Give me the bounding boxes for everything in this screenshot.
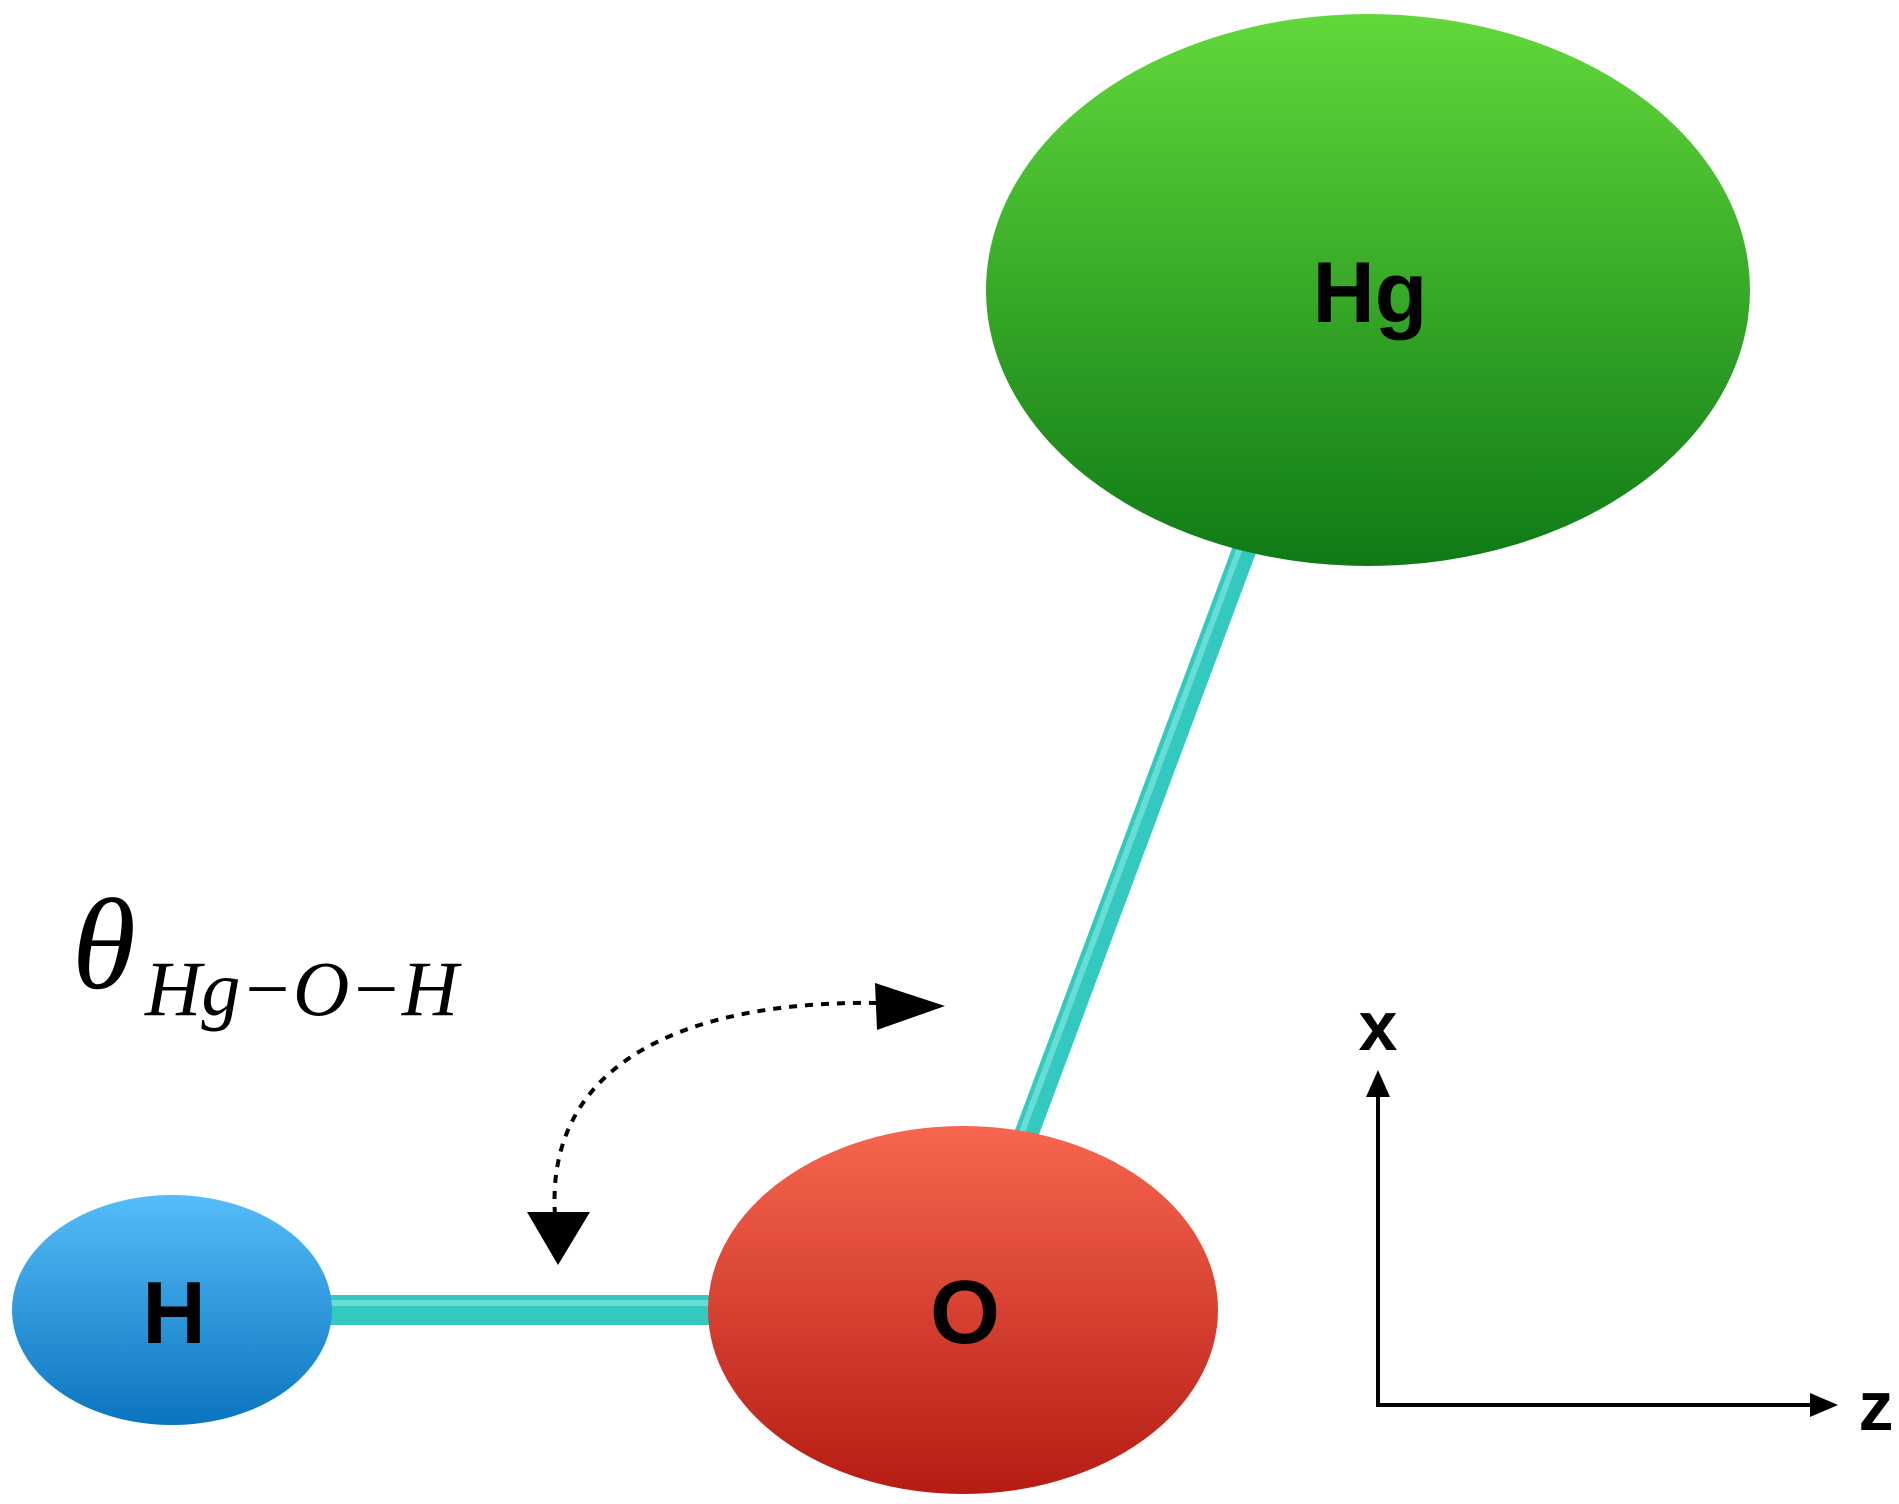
bond-hg-o xyxy=(1014,536,1257,1147)
angle-arc xyxy=(552,1000,881,1216)
atom-h: H xyxy=(12,1195,332,1425)
angle-arrowhead-right xyxy=(875,983,945,1030)
atom-h-label: H xyxy=(142,1263,206,1362)
atom-hg-label: Hg xyxy=(1313,245,1428,341)
coordinate-axes: x z xyxy=(1359,987,1894,1445)
angle-label: θ Hg−O−H xyxy=(72,873,462,1032)
axis-vertical-arrowhead xyxy=(1366,1070,1390,1097)
angle-symbol: θ xyxy=(72,873,136,1017)
axis-horizontal-arrowhead xyxy=(1810,1393,1838,1417)
angle-subscript: Hg−O−H xyxy=(144,945,462,1032)
atom-o: O xyxy=(708,1126,1218,1494)
angle-arrowhead-down xyxy=(527,1212,590,1265)
axis-horizontal-label: z xyxy=(1859,1367,1894,1445)
bond-hg-o-highlight xyxy=(1018,545,1243,1138)
axis-vertical-label: x xyxy=(1359,987,1398,1065)
atom-hg: Hg xyxy=(986,14,1750,566)
atom-o-label: O xyxy=(930,1263,1000,1363)
